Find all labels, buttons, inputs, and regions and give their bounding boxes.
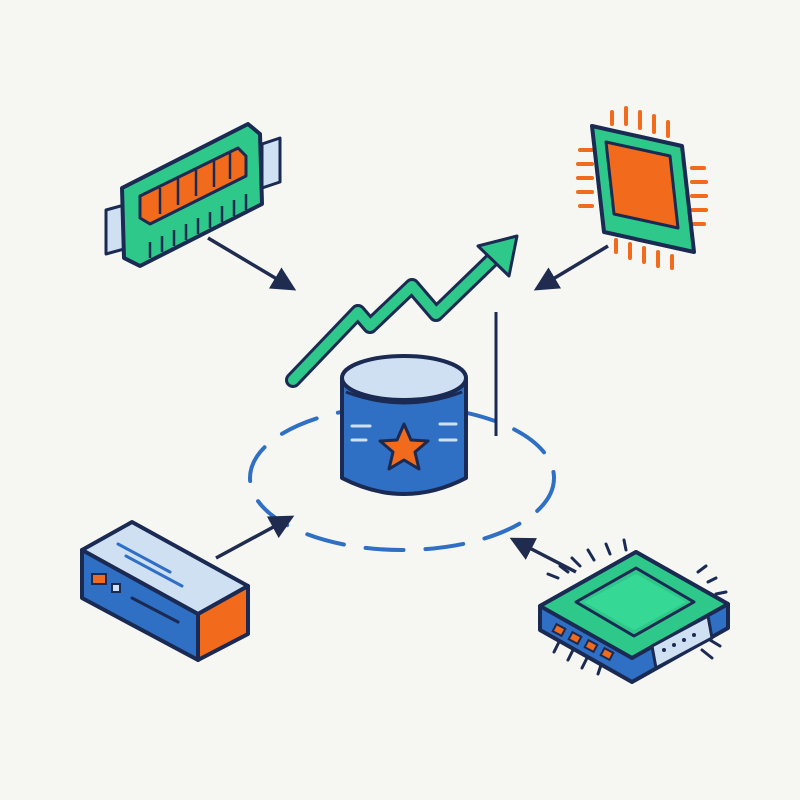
connector-processor-to-center [533,244,609,291]
cpu-chip-icon [576,106,708,270]
server-unit-icon [80,520,250,662]
connector-server-to-center [215,515,295,560]
rising-trend-arrow-icon [285,234,519,388]
chipset-board-icon [538,538,730,684]
connector-memory-to-center [207,236,297,291]
connector-chipset-to-center [509,537,577,574]
storage-canister-star-icon [340,354,468,496]
ram-module-icon [104,122,282,268]
